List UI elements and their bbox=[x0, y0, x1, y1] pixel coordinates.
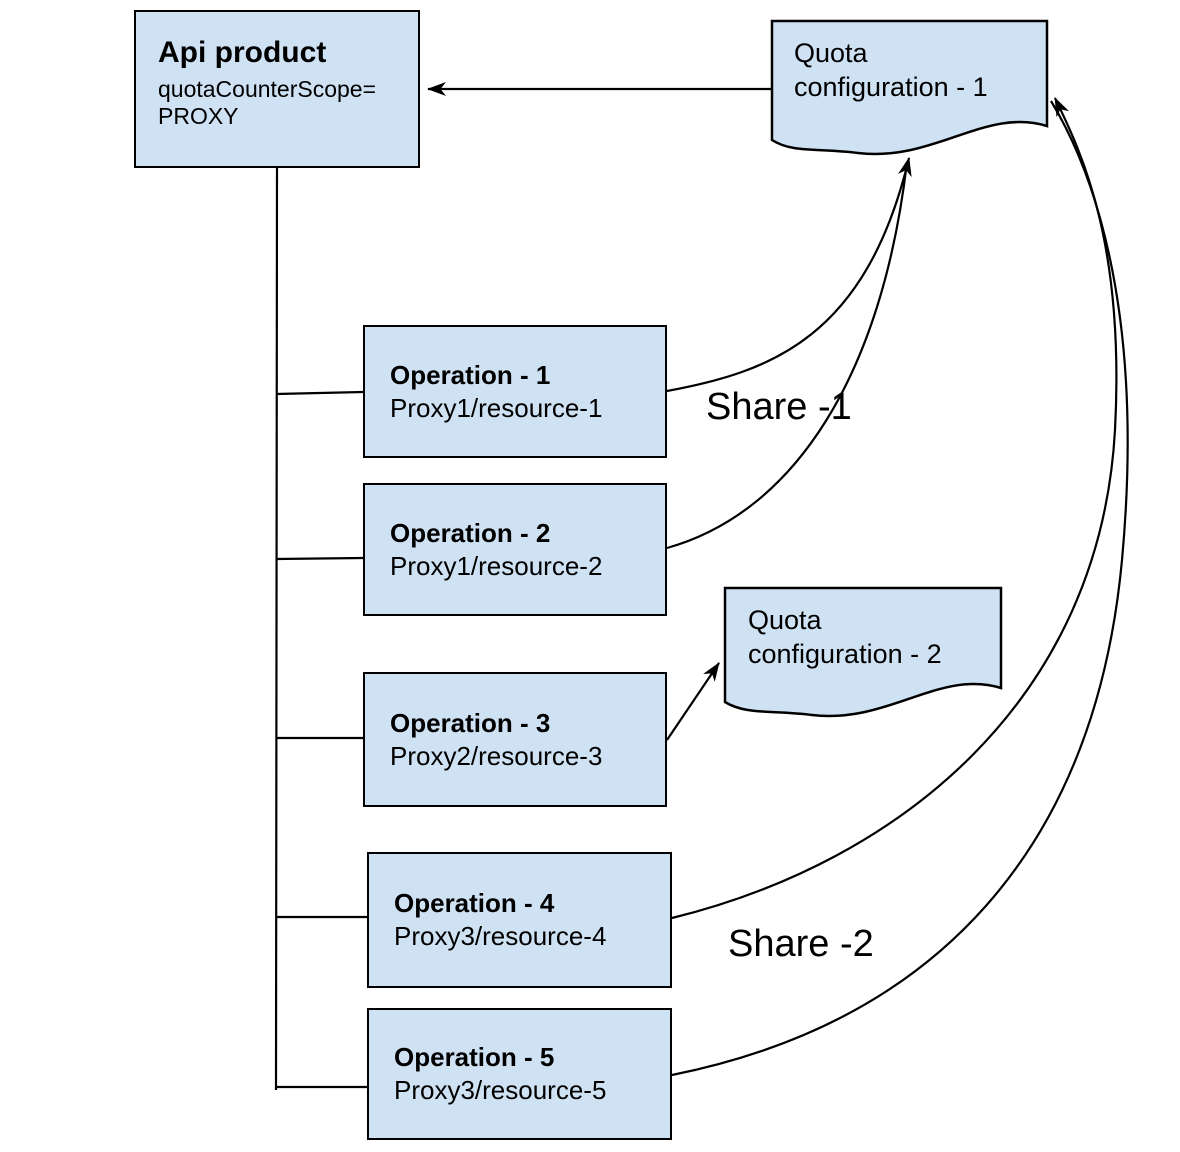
share-2-label: Share -2 bbox=[728, 923, 874, 965]
operation-4-node: Operation - 4 Proxy3/resource-4 bbox=[367, 852, 672, 988]
api-product-title: Api product bbox=[158, 36, 327, 69]
api-product-node: Api product quotaCounterScope= PROXY bbox=[134, 10, 420, 168]
quota-config-1-line1: Quota bbox=[794, 38, 868, 68]
api-product-scope-line2: PROXY bbox=[158, 103, 239, 129]
api-product-scope-line1: quotaCounterScope= bbox=[158, 76, 377, 102]
operation-1-path: Proxy1/resource-1 bbox=[390, 392, 603, 423]
connector-operation4-to-quota1 bbox=[671, 97, 1118, 920]
branch-operation-1 bbox=[275, 390, 364, 396]
quota-config-1-line2: configuration - 1 bbox=[794, 72, 988, 102]
quota-config-2-shape bbox=[723, 586, 1003, 718]
quota-config-2-label: Quota configuration - 2 bbox=[748, 603, 942, 671]
operation-3-path: Proxy2/resource-3 bbox=[390, 740, 603, 771]
quota-config-2-line1: Quota bbox=[748, 605, 822, 635]
connector-operation5-to-quota1 bbox=[671, 100, 1129, 1077]
operation-3-node: Operation - 3 Proxy2/resource-3 bbox=[363, 672, 667, 807]
operation-1-node: Operation - 1 Proxy1/resource-1 bbox=[363, 325, 667, 458]
operation-1-title: Operation - 1 bbox=[390, 359, 551, 390]
quota-config-1-label: Quota configuration - 1 bbox=[794, 36, 988, 104]
operation-2-title: Operation - 2 bbox=[390, 517, 551, 548]
trunk-api-product bbox=[274, 167, 279, 1091]
connector-operation2-to-quota1 bbox=[666, 161, 909, 550]
connector-operation1-to-quota1 bbox=[666, 157, 912, 393]
operation-2-path: Proxy1/resource-2 bbox=[390, 550, 603, 581]
operation-4-path: Proxy3/resource-4 bbox=[394, 921, 607, 951]
operation-3-title: Operation - 3 bbox=[390, 707, 551, 738]
branch-operation-2 bbox=[275, 556, 364, 561]
operation-5-path: Proxy3/resource-5 bbox=[394, 1075, 607, 1105]
connector-operation3-to-quota2 bbox=[666, 662, 720, 741]
quota-config-1-shape bbox=[770, 19, 1049, 156]
operation-2-node: Operation - 2 Proxy1/resource-2 bbox=[363, 483, 667, 616]
operation-4-title: Operation - 4 bbox=[394, 888, 555, 918]
operation-5-title: Operation - 5 bbox=[394, 1042, 555, 1072]
share-1-label: Share -1 bbox=[706, 386, 852, 428]
quota-config-2-line2: configuration - 2 bbox=[748, 639, 942, 669]
operation-5-node: Operation - 5 Proxy3/resource-5 bbox=[367, 1008, 672, 1140]
